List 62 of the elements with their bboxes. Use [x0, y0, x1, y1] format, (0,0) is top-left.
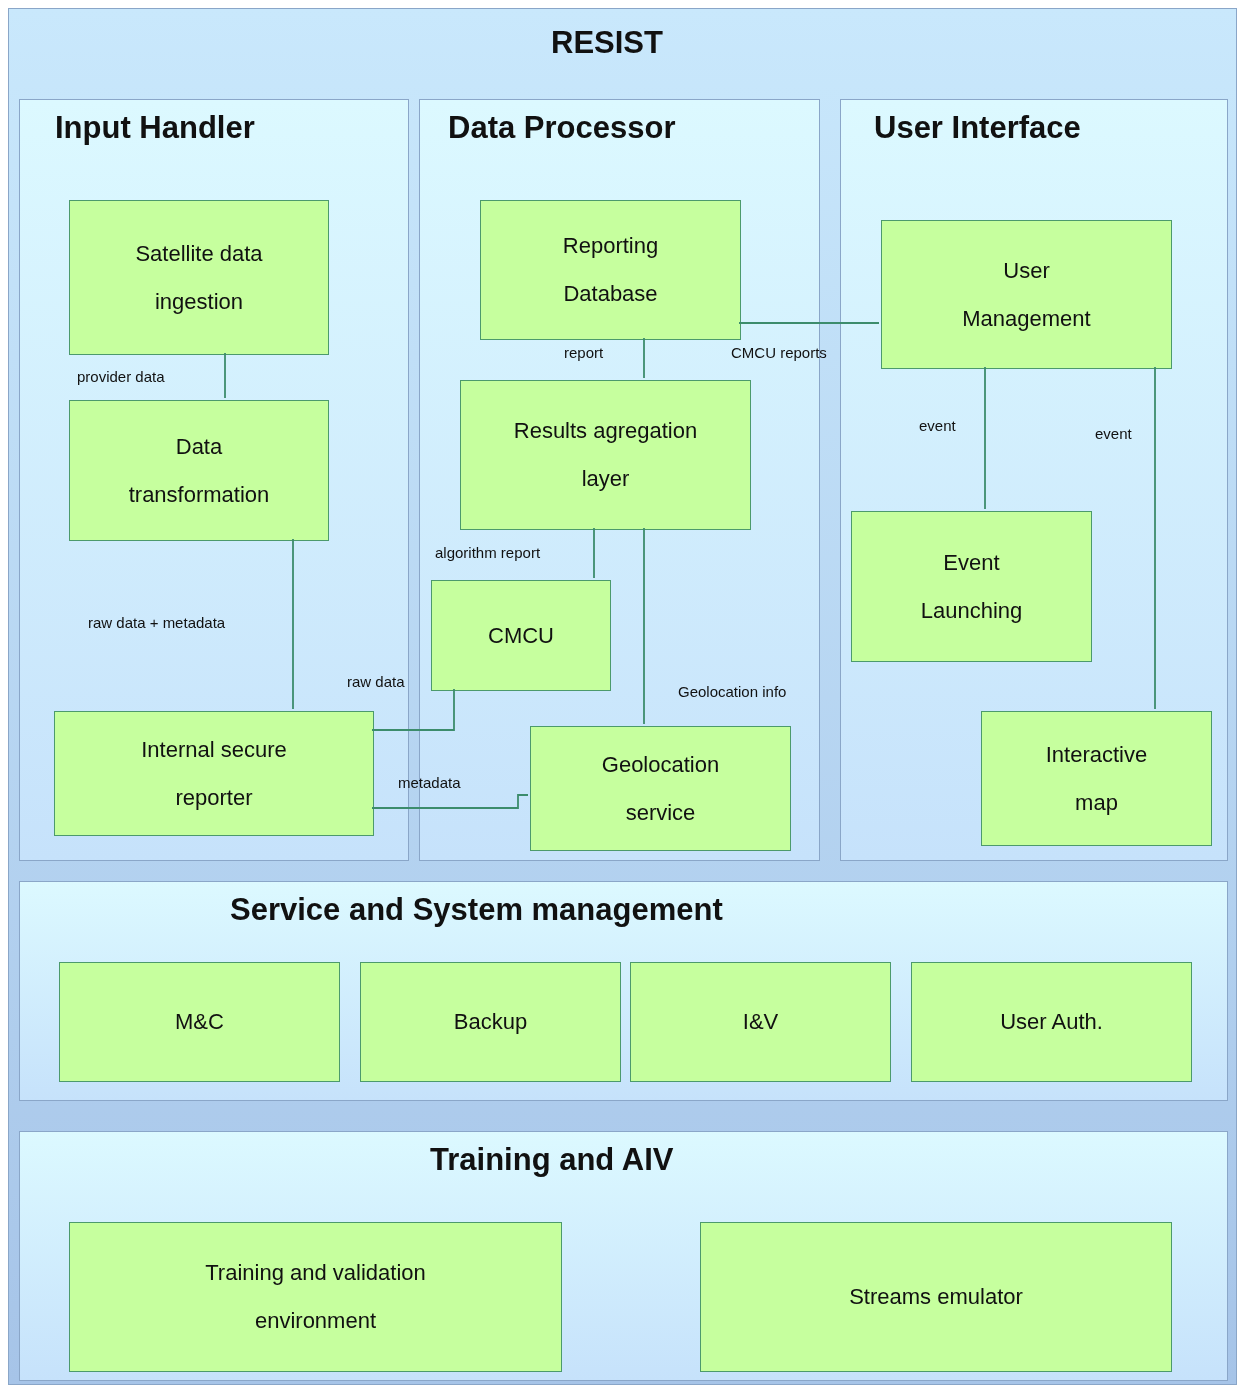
panel-heading: Service and System management [230, 892, 723, 928]
edge-label: event [919, 417, 956, 434]
component-label: CMCU [488, 621, 554, 650]
component-label: User Auth. [1000, 1008, 1103, 1036]
component-label: Reporting Database [561, 232, 660, 308]
component-label: Event Launching [919, 548, 1024, 625]
component-box [360, 962, 621, 1082]
component-box [851, 511, 1092, 662]
connector-line [292, 538, 294, 710]
edge-label: Geolocation info [678, 683, 787, 700]
component-label: Results agregation layer [512, 417, 699, 493]
panel-heading: Data Processor [448, 110, 676, 146]
component-box [460, 380, 751, 530]
component-label: User Management [961, 256, 1092, 333]
component-label: Streams emulator [849, 1283, 1023, 1311]
component-label: Geolocation service [600, 750, 721, 827]
component-label: Backup [453, 1008, 528, 1036]
component-box [700, 1222, 1172, 1372]
edge-label: event [1095, 425, 1132, 442]
component-box [480, 200, 741, 340]
connector-line [371, 794, 529, 809]
component-box [530, 726, 791, 851]
component-box [69, 1222, 562, 1372]
connector-line [593, 527, 595, 579]
edge-label: raw data + metadata [88, 614, 226, 631]
component-box [911, 962, 1192, 1082]
connector-line [738, 322, 880, 324]
connector-line [371, 688, 455, 731]
edge-label: raw data [347, 673, 405, 690]
component-box [881, 220, 1172, 369]
edge-label: algorithm report [435, 544, 541, 561]
module-panel [840, 99, 1228, 861]
connector-line [643, 337, 645, 379]
component-label: M&C [175, 1008, 224, 1036]
component-box [981, 711, 1212, 846]
connector-line [1154, 366, 1156, 710]
panel-heading: Input Handler [55, 110, 255, 146]
component-label: I&V [742, 1008, 779, 1036]
edge-label: metadata [398, 774, 461, 791]
component-box [54, 711, 374, 836]
module-panel [19, 1131, 1228, 1381]
panel-heading: User Interface [874, 110, 1081, 146]
component-box [59, 962, 340, 1082]
panel-heading: Training and AIV [430, 1142, 674, 1178]
component-label: Data transformation [127, 432, 271, 509]
edge-label: report [564, 344, 604, 361]
component-box [69, 400, 329, 541]
connector-line [643, 527, 645, 725]
panel-heading: RESIST [551, 25, 663, 61]
module-panel [19, 881, 1228, 1101]
connector-line [984, 366, 986, 510]
edge-label: CMCU reports [731, 344, 827, 361]
component-label: Satellite data ingestion [134, 239, 264, 316]
edge-label: provider data [77, 368, 165, 385]
connector-line [224, 352, 226, 399]
component-label: Training and validation environment [204, 1259, 427, 1335]
system-frame [8, 8, 1237, 1385]
component-label: Internal secure reporter [140, 735, 288, 812]
component-box [630, 962, 891, 1082]
component-box [431, 580, 611, 691]
component-box [69, 200, 329, 355]
component-label: Interactive map [1044, 740, 1149, 817]
